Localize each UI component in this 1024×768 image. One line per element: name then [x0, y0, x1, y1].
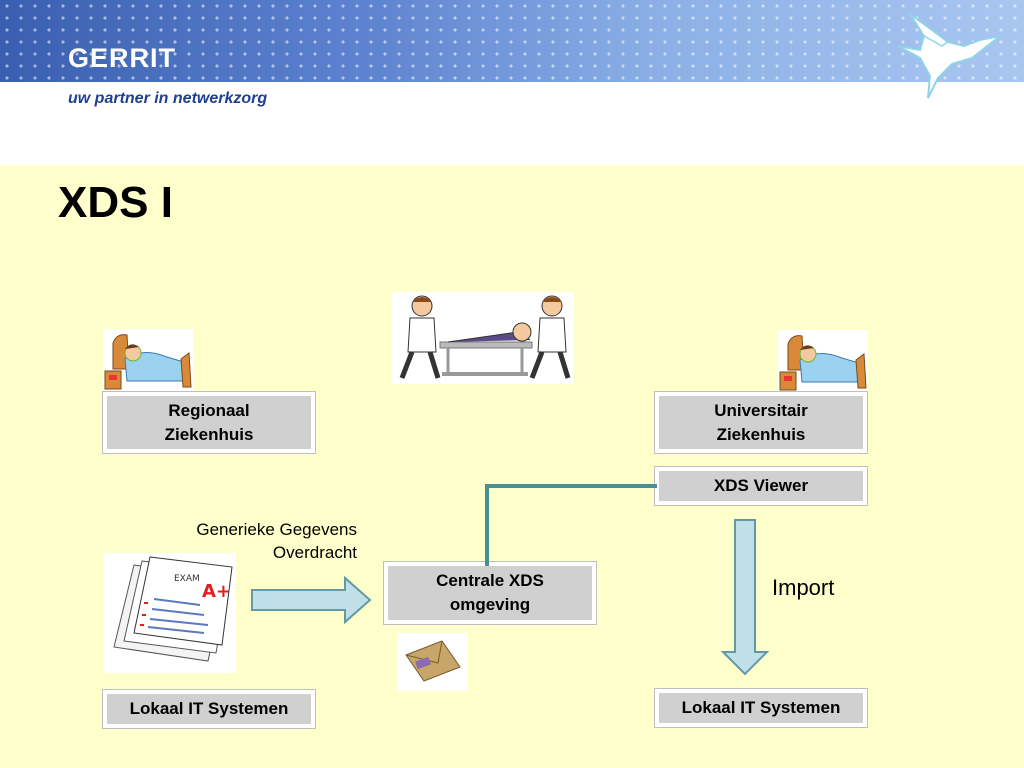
- universitair-ziekenhuis-label: Universitair Ziekenhuis: [714, 400, 808, 444]
- exam-papers-icon: EXAM A+: [104, 553, 236, 673]
- lokaal-it-left-label: Lokaal IT Systemen: [129, 699, 289, 718]
- regionaal-ziekenhuis-label: Regionaal Ziekenhuis: [164, 400, 254, 444]
- generieke-line2: Overdracht: [272, 543, 357, 562]
- lokaal-it-left-box: Lokaal IT Systemen: [103, 690, 315, 728]
- import-label: Import: [772, 575, 835, 600]
- xds-viewer-box: XDS Viewer: [655, 467, 867, 505]
- slide-title: XDS I: [58, 178, 173, 227]
- patient-bed-icon: [778, 330, 868, 394]
- brand-name: GERRIT: [68, 43, 177, 73]
- overdracht-arrow: [251, 575, 372, 625]
- banner-dot-pattern: [0, 0, 1024, 82]
- generieke-gegevens-label: Generieke Gegevens Overdracht: [196, 518, 357, 564]
- dove-logo-icon: [897, 13, 1001, 99]
- brand-tagline: uw partner in netwerkzorg: [68, 90, 268, 107]
- envelope-icon: [398, 633, 468, 691]
- lokaal-it-right-label: Lokaal IT Systemen: [681, 698, 841, 717]
- svg-text:A+: A+: [202, 581, 231, 602]
- centrale-xds-label: Centrale XDS omgeving: [436, 571, 544, 614]
- import-arrow: [720, 519, 770, 676]
- stretcher-transport-icon: [392, 292, 574, 384]
- header: GERRIT uw partner in netwerkzorg: [0, 0, 1024, 165]
- svg-text:EXAM: EXAM: [174, 574, 200, 584]
- regionaal-ziekenhuis-box: Regionaal Ziekenhuis: [103, 392, 315, 453]
- universitair-ziekenhuis-box: Universitair Ziekenhuis: [655, 392, 867, 453]
- header-banner: [0, 0, 1024, 82]
- centrale-xds-box: Centrale XDS omgeving: [384, 562, 596, 624]
- viewer-to-centrale-connector: [485, 484, 657, 566]
- patient-bed-icon: [103, 329, 193, 393]
- xds-viewer-label: XDS Viewer: [713, 476, 809, 495]
- lokaal-it-right-box: Lokaal IT Systemen: [655, 689, 867, 727]
- generieke-line1: Generieke Gegevens: [196, 520, 357, 539]
